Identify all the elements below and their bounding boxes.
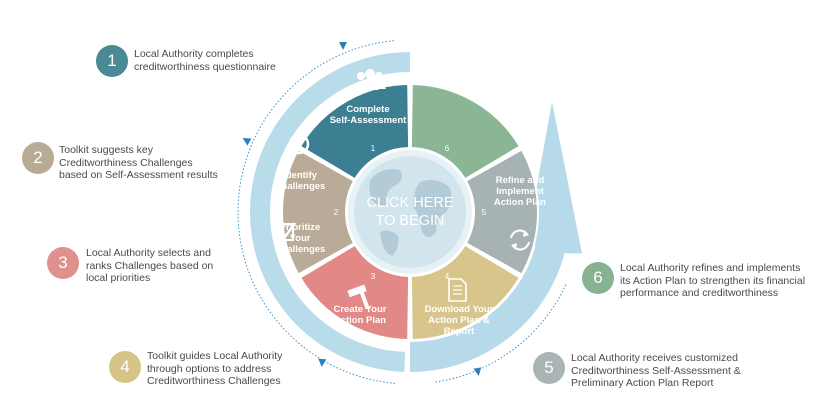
hammer-icon bbox=[347, 284, 370, 310]
step-description-line: Local Authority receives customized bbox=[571, 352, 738, 364]
click-to-begin-button[interactable]: CLICK HERE TO BEGIN bbox=[354, 156, 466, 268]
step-description-line: ranks Challenges based on bbox=[86, 259, 214, 272]
step-description-line: Creditworthiness Challenges bbox=[59, 156, 193, 169]
step-description-line: Creditworthiness Challenges bbox=[147, 375, 281, 387]
step-description-line: through options to address bbox=[147, 362, 272, 375]
globe-landmass bbox=[380, 230, 399, 256]
segment-label-line: Implement bbox=[496, 186, 544, 197]
segment-label-line: Self-Assessment bbox=[330, 115, 407, 126]
segment-label-line: Prioritize bbox=[280, 222, 321, 233]
cycle-arrow bbox=[410, 102, 582, 372]
step-description-line: Local Authority selects and bbox=[86, 247, 211, 259]
checkbox-icon bbox=[276, 222, 297, 241]
outer-ring-band bbox=[249, 52, 410, 372]
dotted-arc-bottom bbox=[433, 284, 567, 383]
arrowhead-marker bbox=[473, 367, 482, 376]
segment-label-line: Your bbox=[290, 233, 311, 244]
step-description-line: Toolkit guides Local Authority bbox=[147, 350, 283, 362]
segment-number: 4 bbox=[445, 272, 450, 281]
refresh-arrows-icon bbox=[510, 229, 530, 251]
segment-label-line: Create Your bbox=[334, 304, 387, 315]
segment-label-line: Action Plan bbox=[334, 315, 386, 326]
step-description-line: Local Authority refines and implements bbox=[620, 262, 801, 274]
segment-refine-implement[interactable] bbox=[409, 82, 522, 181]
segment-label-line: Action Plan bbox=[494, 197, 546, 208]
segment-number: 1 bbox=[371, 144, 376, 153]
segment-label-line: Download Your bbox=[425, 304, 494, 315]
cta-line-2: TO BEGIN bbox=[375, 213, 444, 229]
step-description-line: its Action Plan to strengthen its financ… bbox=[620, 274, 806, 287]
cta-line-1: CLICK HERE bbox=[366, 195, 453, 211]
segment-number: 6 bbox=[445, 144, 450, 153]
segment-label-line: Challenges bbox=[275, 181, 326, 192]
step-description-line: creditworthiness questionnaire bbox=[134, 60, 276, 73]
segment-number: 2 bbox=[334, 208, 339, 217]
step-description-line: performance and creditworthiness bbox=[620, 287, 779, 299]
segment-label-line: Refine and bbox=[496, 175, 545, 186]
segment-complete-self-assessment[interactable] bbox=[298, 82, 411, 181]
segment-label-line: Action Plan & bbox=[428, 315, 490, 326]
step-description-line: based on Self-Assessment results bbox=[59, 169, 218, 181]
segment-label-line: Report bbox=[444, 326, 475, 337]
step-description-line: Preliminary Action Plan Report bbox=[571, 377, 714, 389]
step-number-badge: 6 bbox=[582, 262, 614, 294]
step-description-line: Creditworthiness Self-Assessment & bbox=[571, 364, 741, 377]
step-number-badge: 1 bbox=[96, 45, 128, 77]
segment-label-line: Challenges bbox=[275, 244, 326, 255]
document-icon bbox=[448, 278, 467, 302]
arrowhead-marker bbox=[242, 138, 252, 146]
segment-label-line: Identify bbox=[283, 170, 317, 181]
step-description-line: local priorities bbox=[86, 272, 151, 284]
people-group-icon bbox=[354, 69, 386, 90]
arrowhead-marker bbox=[339, 42, 347, 50]
globe-landmass bbox=[413, 180, 452, 237]
segment-label-line: Complete bbox=[346, 104, 389, 115]
segment-number: 3 bbox=[371, 272, 376, 281]
arrowhead-marker bbox=[318, 358, 327, 367]
step-number-badge: 5 bbox=[533, 352, 565, 384]
step-number-badge: 4 bbox=[109, 351, 141, 383]
step-number-badge: 2 bbox=[22, 142, 54, 174]
step-description-line: Toolkit suggests key bbox=[59, 144, 153, 156]
segment-number: 5 bbox=[482, 208, 487, 217]
segment-download-action-plan[interactable] bbox=[464, 148, 539, 276]
step-number-badge: 3 bbox=[47, 247, 79, 279]
step-description-line: Local Authority completes bbox=[134, 48, 254, 60]
globe-landmass bbox=[369, 169, 402, 206]
magnifying-glass-icon bbox=[282, 133, 310, 163]
